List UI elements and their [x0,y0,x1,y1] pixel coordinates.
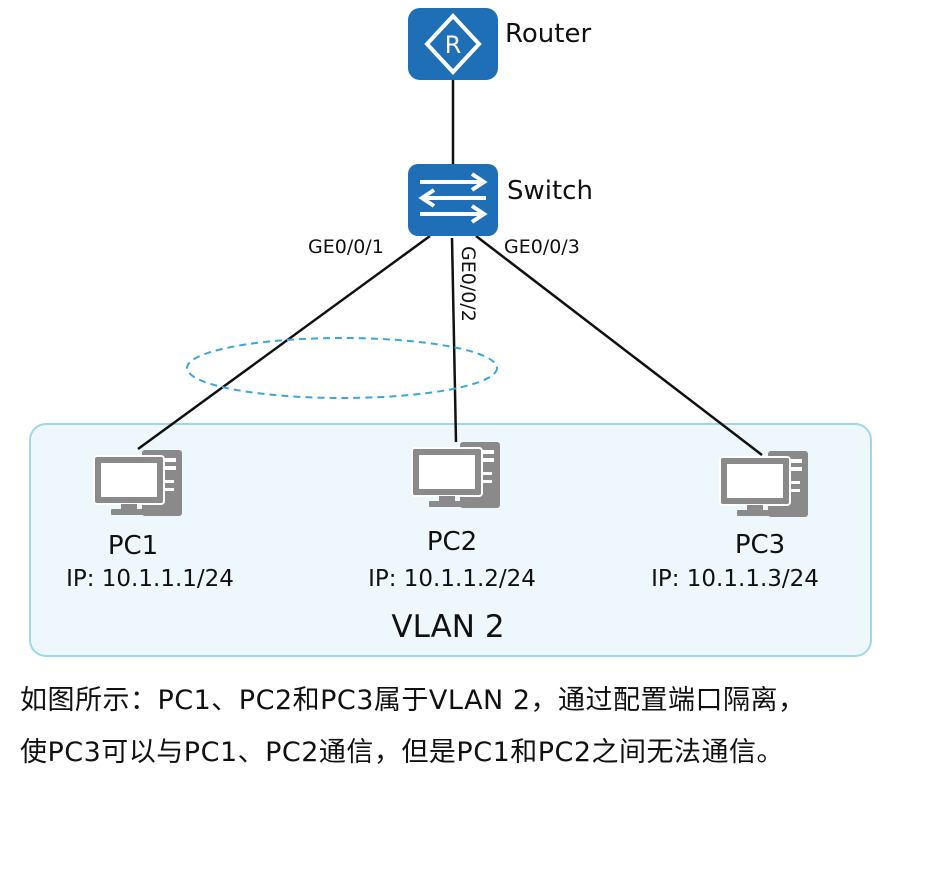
switch-label: Switch [507,176,593,206]
pc1-ip: IP: 10.1.1.1/24 [66,566,234,592]
pc2-name: PC2 [427,527,477,557]
router-label: Router [505,19,591,49]
port-isolation-ring [186,337,498,399]
pc1-name: PC1 [108,531,158,561]
vlan-area [29,423,872,657]
caption-line-1: 如图所示：PC1、PC2和PC3属于VLAN 2，通过配置端口隔离， [20,685,806,716]
link-ge0-0-2 [450,237,458,443]
link-ge0-0-1 [137,234,431,451]
svg-text:R: R [445,31,462,59]
pc2-ip: IP: 10.1.1.2/24 [368,566,536,592]
caption-line-2: 使PC3可以与PC1、PC2通信，但是PC1和PC2之间无法通信。 [20,737,785,768]
pc3-ip: IP: 10.1.1.3/24 [651,566,819,592]
router-icon: R [408,8,498,80]
caption: 如图所示：PC1、PC2和PC3属于VLAN 2，通过配置端口隔离， 使PC3可… [20,675,930,779]
link-ge0-0-3 [475,235,763,456]
pc3-name: PC3 [735,530,785,560]
vlan-label: VLAN 2 [391,609,504,645]
port-label-ge0-0-1: GE0/0/1 [308,236,384,258]
port-label-ge0-0-3: GE0/0/3 [504,236,580,258]
port-label-ge0-0-2: GE0/0/2 [457,246,479,322]
switch-icon [408,164,498,236]
